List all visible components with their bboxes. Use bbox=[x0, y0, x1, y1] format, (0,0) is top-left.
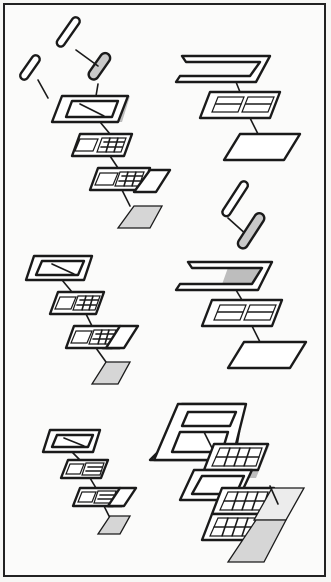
assembly-top-right bbox=[176, 56, 300, 160]
grid-panel-1 bbox=[72, 134, 132, 156]
rod-upper bbox=[55, 16, 81, 48]
rod-shaded bbox=[236, 211, 266, 250]
base-plate-bottom bbox=[98, 516, 130, 534]
base-plate bbox=[224, 134, 300, 160]
assembly-top-left bbox=[19, 16, 170, 228]
frame-panel bbox=[26, 256, 92, 280]
rod-upper bbox=[221, 180, 249, 218]
base-plate-bottom bbox=[118, 206, 162, 228]
grid-panel-1 bbox=[61, 460, 108, 478]
u-bracket bbox=[176, 56, 270, 82]
frame-panel bbox=[43, 430, 100, 452]
assembly-bottom-right bbox=[150, 404, 304, 562]
grid-panel-1 bbox=[50, 292, 104, 314]
rod-left bbox=[19, 54, 42, 82]
assembly-middle-left bbox=[26, 256, 138, 384]
base-plate-bottom bbox=[92, 362, 130, 384]
u-bracket bbox=[176, 262, 272, 290]
assembly-bottom-left bbox=[43, 430, 136, 534]
double-grid-panel bbox=[200, 92, 280, 118]
frame-panel bbox=[52, 96, 130, 122]
base-plate bbox=[228, 342, 306, 368]
double-grid-panel bbox=[202, 300, 282, 326]
assembly-middle-right bbox=[176, 180, 306, 368]
rod-shaded bbox=[87, 51, 112, 81]
